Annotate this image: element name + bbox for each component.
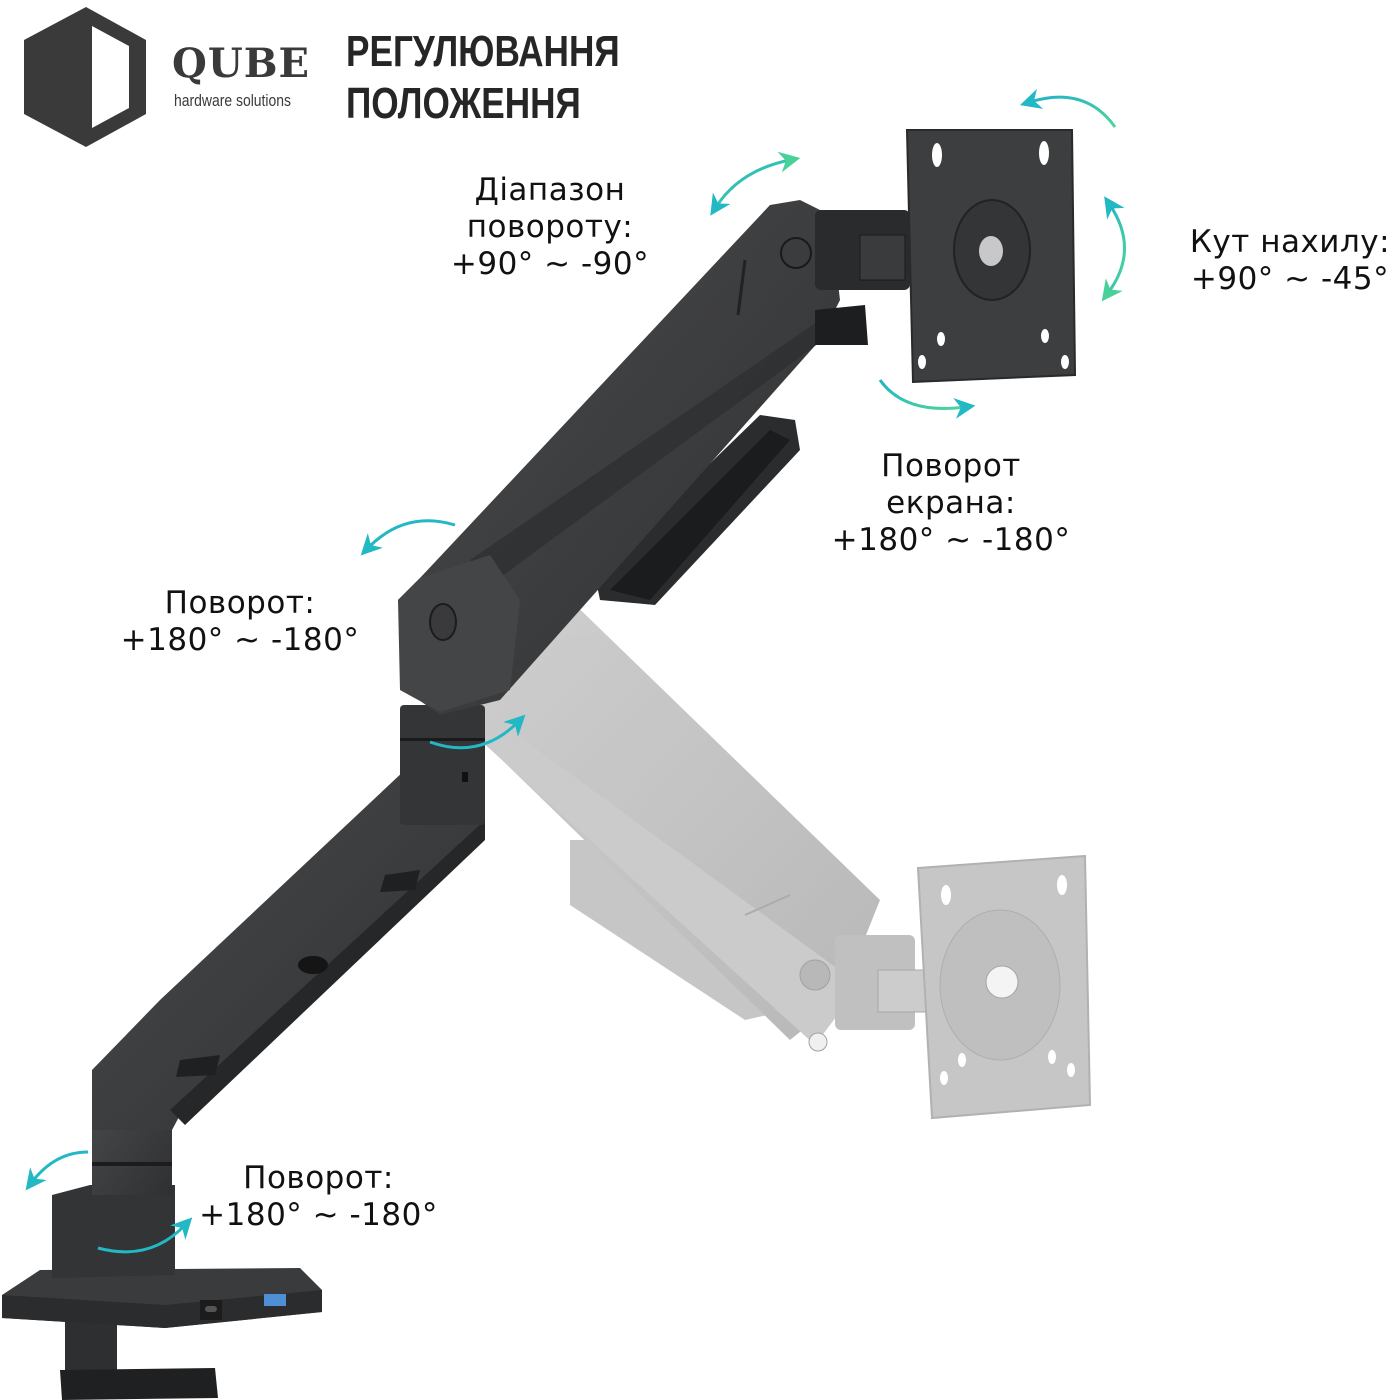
callout-label: повороту:	[466, 209, 634, 245]
callout-label: Поворот	[881, 448, 1021, 484]
callout-value: +180° ~ -180°	[120, 622, 360, 658]
vesa-plate	[905, 129, 1077, 384]
brand-tagline: hardware solutions	[174, 91, 292, 110]
elbow-rotation-arrow-icon	[360, 519, 456, 556]
tilt-top-arrow-icon	[1019, 88, 1117, 128]
lower-arm	[92, 705, 485, 1130]
callout-value: +180° ~ -180°	[199, 1197, 438, 1233]
base-rotation-arrow-left-icon	[25, 1150, 89, 1191]
upper-arm	[398, 200, 910, 715]
page-title-line-2: ПОЛОЖЕННЯ	[346, 79, 581, 128]
base-rotation-arrow-right-icon	[97, 1217, 193, 1254]
callout-screen-rotation: Поворот екрана: +180° ~ -180°	[826, 448, 1076, 559]
callout-value: +90° ~ -45°	[1190, 261, 1390, 297]
ghost-vesa-plate	[916, 854, 1092, 1120]
callout-elbow-rotation: Поворот: +180° ~ -180°	[120, 585, 360, 659]
swivel-range-arrow-icon	[710, 151, 801, 216]
callout-label: Поворот:	[243, 1160, 394, 1196]
usb-a-port-icon	[264, 1294, 286, 1306]
qube-logo	[18, 4, 153, 149]
hexagon-cube-logo-icon	[24, 7, 146, 147]
callout-value: +180° ~ -180°	[831, 522, 1071, 558]
page-title: РЕГУЛЮВАННЯ ПОЛОЖЕННЯ	[346, 26, 620, 130]
ghost-arm-position	[430, 560, 1092, 1120]
callout-swivel-range: Діапазон повороту: +90° ~ -90°	[440, 172, 660, 283]
tilt-side-arrow-icon	[1101, 196, 1126, 302]
callout-label: екрана:	[886, 485, 1016, 521]
callout-label: Поворот:	[164, 585, 316, 621]
screen-rotation-arrow-icon	[878, 379, 976, 419]
brand-name: QUBE	[172, 40, 311, 87]
page-title-line-1: РЕГУЛЮВАННЯ	[346, 27, 620, 76]
callout-label: Кут нахилу:	[1189, 224, 1391, 260]
callout-base-rotation: Поворот: +180° ~ -180°	[196, 1160, 441, 1234]
callout-tilt: Кут нахилу: +90° ~ -45°	[1175, 224, 1400, 298]
rotation-arrows	[25, 88, 1126, 1254]
elbow-base-rotation-arrow-icon	[429, 714, 526, 750]
callout-value: +90° ~ -90°	[450, 246, 650, 282]
callout-label: Діапазон	[474, 172, 626, 208]
